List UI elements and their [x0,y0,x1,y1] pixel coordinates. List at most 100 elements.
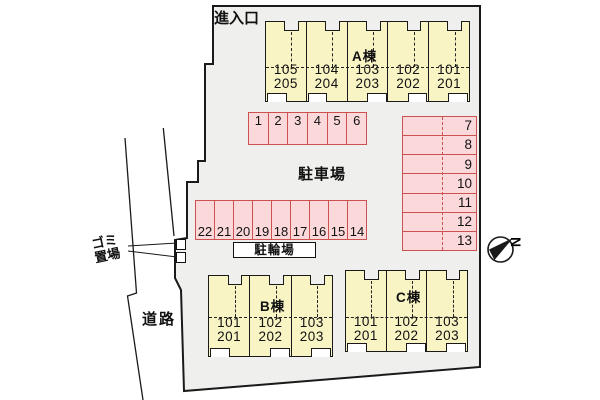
garbage-bin [176,252,186,263]
balcony-notch [266,93,287,103]
road-label: 道路 [142,311,177,328]
building-dashed-line [266,67,469,68]
parking-space: 18 [271,201,290,239]
building-a-label: A棟 [352,49,378,64]
unit-dashed-divider [317,286,319,317]
unit-dashed-divider [412,281,414,317]
unit-dashed-divider [291,32,293,67]
parking-space: 6 [346,113,366,144]
unit-dashed-divider [276,286,278,317]
parking-area-label: 駐車場 [297,166,346,183]
parking-space: 20 [233,201,252,239]
garbage-bin [176,239,186,250]
entrance-notch [325,20,340,31]
parking-space: 7 [464,118,472,134]
parking-space: 21 [214,201,233,239]
road-line-left [124,137,144,400]
balcony-notch [346,343,367,353]
parking-space: 2 [267,113,288,144]
parking-space: 13 [403,230,476,250]
bicycle-parking-label: 駐輪場 [254,242,295,257]
building-dashed-line [209,317,332,318]
entrance-notch [268,274,284,285]
garbage-area-label: ゴミ 置場 [90,232,121,266]
building-dashed-line [346,317,467,318]
garbage-pointer-line [127,242,178,247]
parking-space: 5 [326,113,347,144]
balcony-notch [366,93,387,103]
bicycle-parking-sign: 駐輪場 [233,242,316,258]
unit-dashed-divider [373,32,375,67]
unit-dashed-divider [332,32,334,67]
entrance-notch [406,20,422,31]
parking-row-1-6: 1 2 3 4 5 6 [248,112,367,145]
balcony-notch [311,348,332,358]
entrance-notch [365,20,381,31]
balcony-notch [269,348,290,358]
unit-dashed-divider [234,286,236,317]
balcony-notch [446,343,467,353]
entrance-label: 進入口 [214,10,260,27]
entrance-notch [310,274,326,285]
parking-space: 17 [290,201,309,239]
entrance-notch [227,274,243,285]
parking-space: 22 [197,224,213,239]
balcony-notch [307,93,328,103]
garbage-pointer-line [127,250,178,258]
entrance-notch [447,20,463,31]
parking-space: 16 [309,201,328,239]
parking-space: 19 [252,201,271,239]
unit-dashed-divider [371,281,373,317]
balcony-notch [407,93,428,103]
parking-space: 8 [403,135,476,154]
parking-space: 10 [403,173,476,192]
balcony-notch [448,93,469,103]
entrance-notch [364,269,379,280]
building-b-label: B棟 [260,299,286,314]
svg-text:N: N [508,237,524,247]
parking-space: 11 [403,192,476,212]
entrance-notch [404,269,420,280]
entrance-notch [445,269,461,280]
balcony-notch [405,343,426,353]
building-c-label: C棟 [396,290,422,305]
parking-space: 14 [347,201,366,239]
compass-north-icon: N [487,236,524,263]
parking-space: 3 [287,113,307,144]
parking-space: 1 [254,113,262,128]
parking-row-14-22: 22 21 20 19 18 17 16 15 14 [195,200,367,240]
parking-space: 4 [307,113,327,144]
balcony-notch [209,348,230,358]
parking-space: 15 [328,201,347,239]
unit-dashed-divider [454,32,456,67]
parking-column-7-13: 7 8 9 10 11 12 13 [402,116,477,251]
unit-dashed-divider [452,281,454,317]
parking-dashed-line [441,117,443,250]
road-line-right [162,127,175,237]
